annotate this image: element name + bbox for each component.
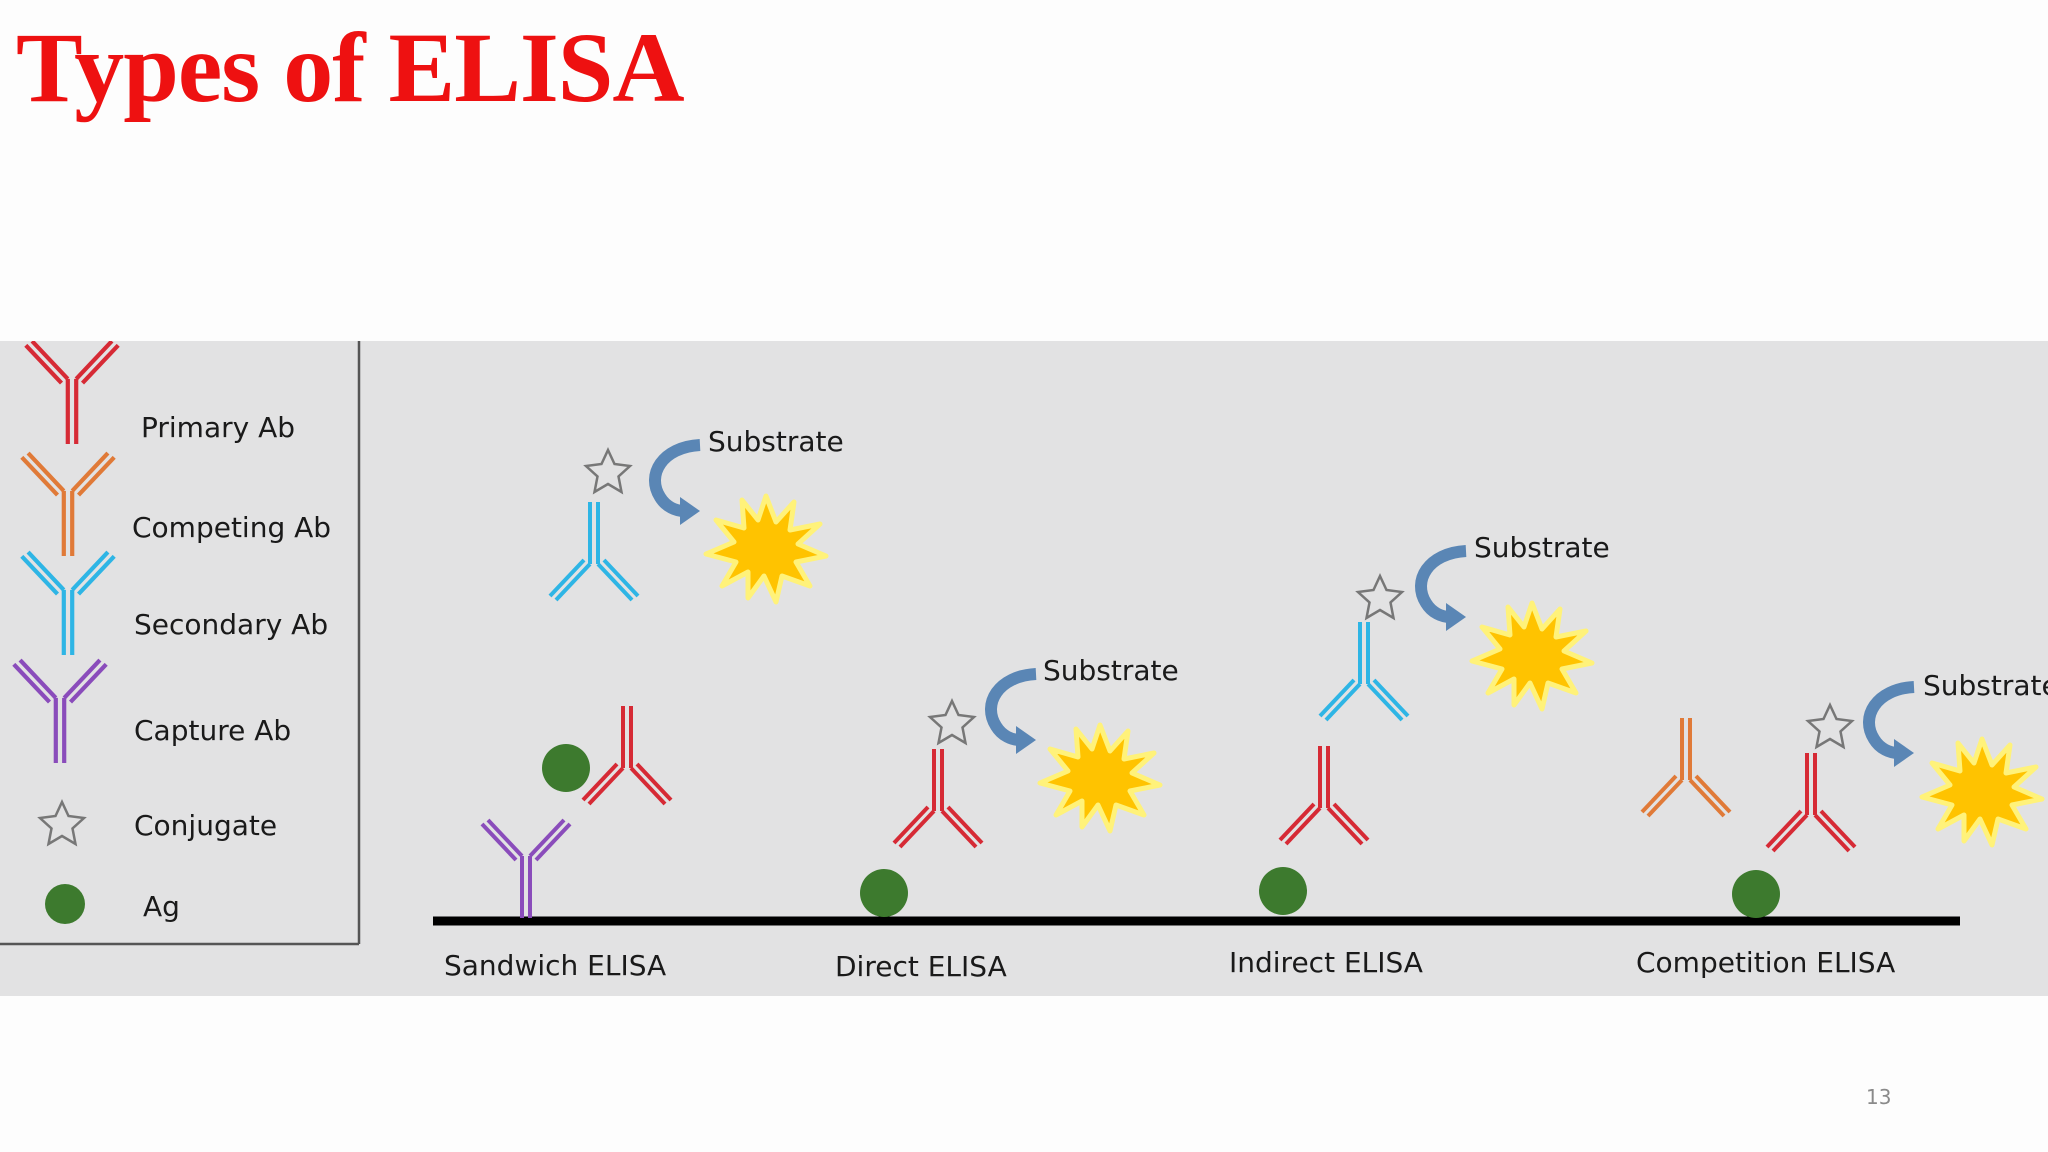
signal-burst-icon <box>1040 725 1160 831</box>
substrate-arrow-icon <box>1421 551 1466 631</box>
legend-label-conjugate: Conjugate <box>134 809 277 842</box>
primary-antibody <box>1765 751 1857 853</box>
indirect-elisa-assay: Substrate Indirect ELISA <box>1229 531 1610 979</box>
legend-label-competing-ab: Competing Ab <box>132 511 331 544</box>
capture-antibody-icon <box>14 660 106 763</box>
conjugate-star-icon <box>38 800 86 846</box>
substrate-arrow-icon <box>655 445 700 525</box>
substrate-arrow-icon <box>991 674 1036 754</box>
antigen <box>542 744 590 792</box>
competing-antibody <box>1640 716 1732 818</box>
conjugate-star <box>928 699 976 745</box>
assay-label: Direct ELISA <box>835 950 1007 983</box>
capture-antibody <box>480 818 572 920</box>
signal-burst-icon <box>1472 603 1592 709</box>
substrate-label: Substrate <box>1923 669 2048 702</box>
assay-label: Indirect ELISA <box>1229 946 1423 979</box>
secondary-antibody <box>548 500 640 602</box>
conjugate-star <box>584 448 632 494</box>
primary-antibody <box>581 704 673 806</box>
competition-elisa-assay: Substrate Competition ELISA <box>1636 669 2048 979</box>
secondary-antibody-icon <box>22 552 114 655</box>
substrate-label: Substrate <box>1043 654 1179 687</box>
conjugate-star <box>1356 574 1404 620</box>
primary-antibody <box>892 747 984 849</box>
direct-elisa-assay: Substrate Direct ELISA <box>835 654 1179 983</box>
antigen-icon <box>45 884 85 924</box>
legend-label-primary-ab: Primary Ab <box>141 411 295 444</box>
slide-title: Types of ELISA <box>16 12 685 123</box>
elisa-figure: Primary Ab Competing Ab Secondary Ab Cap… <box>0 341 2048 996</box>
legend-label-secondary-ab: Secondary Ab <box>134 608 328 641</box>
primary-antibody-icon <box>26 341 118 444</box>
assay-label: Sandwich ELISA <box>444 949 666 982</box>
antigen <box>1259 867 1307 915</box>
antigen <box>1732 870 1780 918</box>
signal-burst-icon <box>706 496 826 602</box>
sandwich-elisa-assay: Substrate Sandwich ELISA <box>444 425 844 982</box>
assay-label: Competition ELISA <box>1636 946 1895 979</box>
substrate-label: Substrate <box>1474 531 1610 564</box>
legend-label-ag: Ag <box>143 890 180 923</box>
legend: Primary Ab Competing Ab Secondary Ab Cap… <box>0 341 361 946</box>
substrate-label: Substrate <box>708 425 844 458</box>
legend-label-capture-ab: Capture Ab <box>134 714 291 747</box>
primary-antibody <box>1278 744 1370 846</box>
page-number: 13 <box>1866 1085 1892 1109</box>
signal-burst-icon <box>1922 739 2042 845</box>
substrate-arrow-icon <box>1869 687 1914 767</box>
competing-antibody-icon <box>22 453 114 556</box>
secondary-antibody <box>1318 620 1410 722</box>
conjugate-star <box>1806 703 1854 749</box>
antigen <box>860 869 908 917</box>
